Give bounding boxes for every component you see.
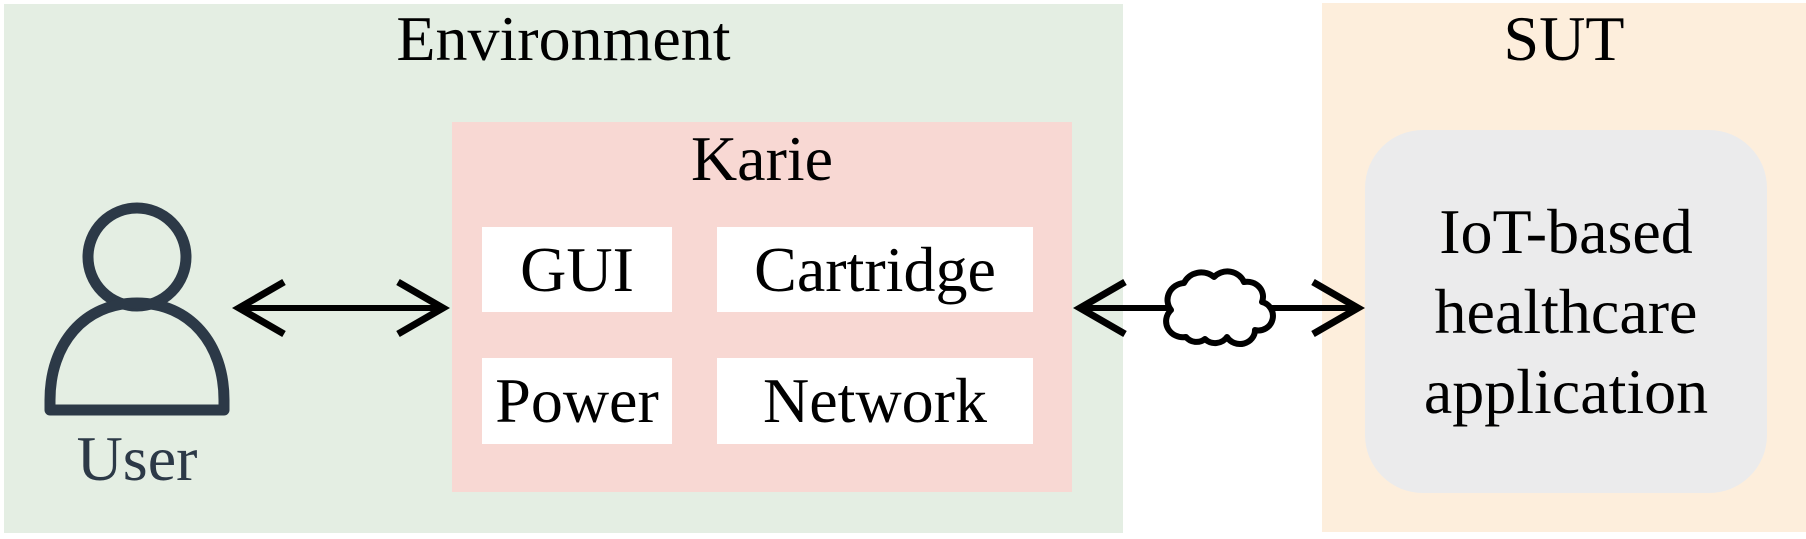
karie-title: Karie — [690, 123, 834, 194]
application-line-1: IoT-based — [1439, 195, 1693, 267]
karie-component-gui: GUI — [482, 227, 672, 312]
karie-component-network: Network — [717, 358, 1033, 444]
application-box: IoT-based healthcare application — [1365, 130, 1767, 493]
karie-component-cartridge: Cartridge — [717, 227, 1033, 312]
application-line-3: application — [1423, 355, 1709, 427]
sut-title: SUT — [1503, 3, 1625, 74]
environment-title: Environment — [396, 3, 731, 74]
user-label: User — [76, 423, 198, 494]
karie-component-power: Power — [482, 358, 672, 444]
cloud-icon — [1163, 268, 1276, 347]
application-line-2: healthcare — [1434, 275, 1698, 347]
